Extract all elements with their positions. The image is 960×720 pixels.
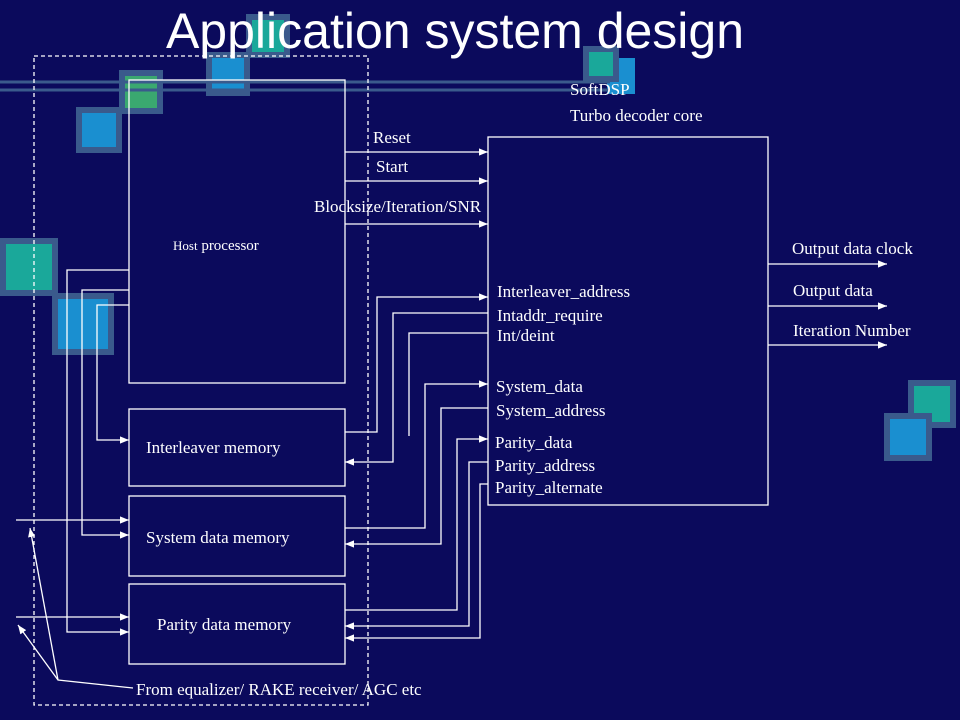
- parity-alternate-label: Parity_alternate: [495, 478, 603, 497]
- system-memory-block: [128, 495, 346, 577]
- system-memory-label: System data memory: [146, 528, 290, 547]
- params-label: Blocksize/Iteration/SNR: [314, 197, 482, 216]
- deco-square-top-mid-2: [246, 14, 290, 58]
- parity-data-wire: [345, 435, 488, 611]
- parity-address-wire: [345, 461, 488, 630]
- page-title: Application system design: [165, 3, 745, 59]
- host-to-interleaver-wire: [96, 304, 129, 444]
- intaddr-require-wire: [345, 312, 488, 466]
- output-data-label: Output data: [793, 281, 873, 300]
- interleaver-memory-block: [128, 408, 346, 487]
- parity-alternate-wire: [345, 483, 488, 642]
- deco-square-left-2: [52, 293, 114, 355]
- interleaver-address-label: Interleaver_address: [497, 282, 631, 301]
- interleaver-memory-label: Interleaver memory: [146, 438, 281, 457]
- intaddr-require-label: Intaddr_require: [497, 306, 603, 325]
- host-label: Host processor: [173, 238, 259, 255]
- source-pointer-1: [17, 624, 134, 689]
- deco-square-right-2: [884, 413, 932, 461]
- deco-square-core-2: [583, 46, 619, 82]
- host-to-system-wire: [81, 289, 129, 539]
- turbo-decoder-core-block: [487, 136, 769, 506]
- core-name: SoftDSP: [570, 80, 630, 99]
- host-name: processor: [201, 238, 259, 254]
- int-deint-wire: [408, 332, 488, 436]
- deco-square-left-1: [0, 238, 58, 296]
- deco-square-top-left-2: [76, 107, 122, 153]
- system-address-label: System_address: [496, 401, 606, 420]
- system-data-label: System_data: [496, 377, 583, 396]
- host-boundary: [33, 55, 369, 706]
- core-subtitle: Turbo decoder core: [570, 106, 703, 125]
- source-pointer-2: [28, 527, 59, 681]
- system-address-wire: [345, 407, 488, 548]
- iteration-number-label: Iteration Number: [793, 321, 911, 340]
- system-data-wire: [345, 380, 488, 529]
- parity-memory-label: Parity data memory: [157, 615, 292, 634]
- source-note: From equalizer/ RAKE receiver/ AGC etc: [136, 680, 422, 699]
- output-clock-label: Output data clock: [792, 239, 913, 258]
- start-label: Start: [376, 157, 409, 176]
- reset-label: Reset: [373, 128, 411, 147]
- interleaver-address-wire: [345, 293, 488, 433]
- host-to-parity-wire: [66, 269, 129, 636]
- parity-address-label: Parity_address: [495, 456, 596, 475]
- host-prefix: Host: [173, 238, 198, 253]
- int-deint-label: Int/deint: [497, 326, 555, 345]
- host-processor-block: [128, 79, 346, 384]
- parity-data-label: Parity_data: [495, 433, 573, 452]
